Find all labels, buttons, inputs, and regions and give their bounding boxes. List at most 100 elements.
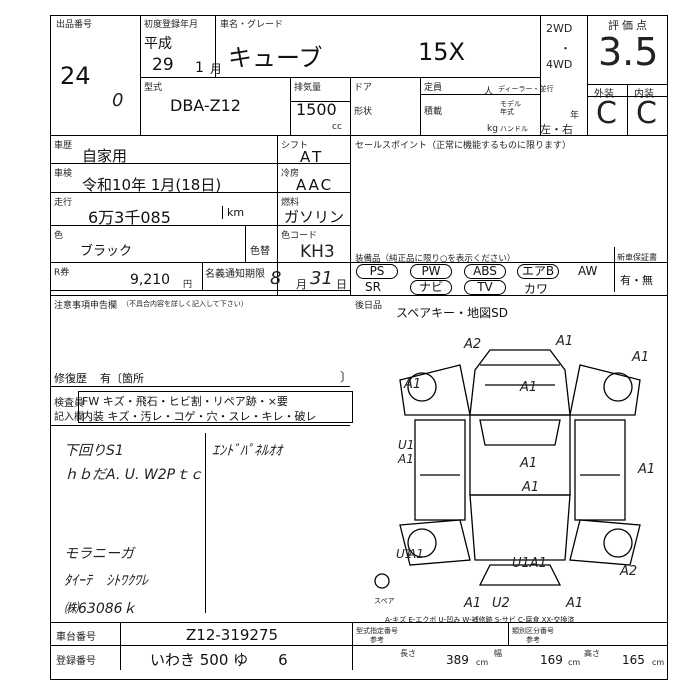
length-label: 長さ (400, 649, 416, 658)
notes-rule (50, 295, 350, 296)
dealer-label: ディーラー・並行 (498, 85, 554, 93)
model-year-label: モデル年式 (500, 100, 521, 116)
repair-end: 〕 (340, 370, 353, 384)
inspector-label-2: 記入欄 (54, 412, 84, 423)
tax-divider (202, 262, 203, 290)
hand-note-1: 下回りS1 (64, 443, 124, 459)
fuel-value: ガソリン (284, 208, 345, 226)
reg-right-divider (350, 135, 351, 295)
recycle-unit: 円 (183, 280, 193, 290)
warranty-label: 新車保証書 (617, 253, 657, 262)
mileage-value: 6万3千085 (88, 208, 171, 227)
mark-a1-left-2: A1 (398, 452, 414, 466)
exterior-label: 外装 (594, 89, 614, 100)
ac-label: 冷房 (281, 169, 300, 179)
capacity-label: 定員 (424, 83, 443, 93)
equip-tv: TV (464, 280, 506, 295)
door-label: ドア (354, 83, 373, 93)
reg-month-unit: 月 (210, 62, 223, 76)
reg-rule-2 (50, 192, 350, 193)
shift-label: シフト (281, 141, 309, 151)
footer-label-divider (120, 622, 121, 670)
v-rule-6 (540, 15, 541, 135)
length-unit: cm (476, 658, 489, 667)
first-reg-label: 初度登録年月 (144, 20, 199, 30)
mark-a2-rear-right: A2 (620, 564, 638, 579)
color-label: 色 (54, 231, 64, 241)
mark-a1-roof: A1 (520, 456, 538, 471)
footer-right-divider (352, 622, 353, 670)
displacement-value: 1500 (296, 100, 337, 119)
mark-a1-top: A1 (556, 334, 574, 349)
inspection-value: 令和10年 1月(18日) (82, 176, 222, 194)
v-rule-1 (140, 15, 141, 135)
v-rule-7 (587, 15, 588, 135)
car-damage-diagram (374, 349, 641, 589)
score-label: 評価点 (608, 19, 650, 32)
door-rule (290, 101, 350, 102)
drive-dot: ・ (560, 42, 571, 55)
fuel-label: 燃料 (281, 198, 300, 208)
equip-airbag: エアB (517, 264, 559, 279)
load-unit: kg (487, 124, 498, 134)
inspector-line-1: FW キズ・飛石・ヒビ割・リペア跡・×要 (82, 395, 288, 408)
color-code-label: 色コード (281, 231, 318, 241)
color-change-label: 色替 (250, 246, 270, 257)
hand-note-5: ﾀｲｰﾃ ｼﾄﾜｸﾜﾚ (64, 573, 148, 589)
footer-mid-rule (50, 645, 668, 646)
car-name: キューブ (228, 44, 323, 72)
v-rule-5 (420, 77, 421, 135)
hand-note-4: モラニーガ (64, 546, 134, 562)
reg-rule-3 (50, 225, 350, 226)
mark-a1-center: A1 (520, 380, 538, 395)
warranty-divider (614, 247, 615, 292)
equip-sr: SR (365, 280, 381, 294)
chassis-value: Z12-319275 (186, 626, 279, 644)
reg-rule-4 (50, 262, 668, 263)
equip-pw: PW (410, 264, 452, 279)
plate-value: いわき 500 ゆ 6 (150, 651, 288, 669)
mark-a1-side: A1 (638, 462, 656, 477)
header-bottom-rule (50, 135, 668, 136)
score-value: 3.5 (598, 30, 659, 74)
mark-u1-rear-left: U1 (396, 547, 413, 561)
mark-a1-bottom-right: A1 (566, 596, 584, 611)
tax-day: 31 (310, 268, 333, 289)
recycle-value: 9,210 (130, 272, 171, 288)
accessories-value: スペアキー・地図SD (396, 306, 509, 320)
top-rule (50, 15, 668, 16)
car-outline (374, 349, 641, 589)
spare-label: スペア (374, 597, 395, 605)
type-no-label: 類別区分番号 (512, 627, 554, 635)
color-code-value: KH3 (300, 242, 335, 262)
equip-navi: ナビ (410, 280, 452, 295)
handle-label: ハンドル (500, 125, 528, 133)
footer-top-rule (50, 622, 668, 623)
mark-a1-bottom: A1 (464, 596, 482, 611)
width-unit: cm (568, 658, 581, 667)
mark-u2-bottom: U2 (492, 596, 510, 611)
color-change-divider (245, 225, 246, 262)
equipment-label: 装備品（純正品に限り○を表示ください） (355, 254, 516, 264)
accessories-label: 後日品 (355, 301, 383, 311)
inspector-box (78, 391, 353, 423)
ext-int-divider (627, 84, 628, 135)
accessory-rule (350, 295, 668, 296)
year-unit: 年 (570, 111, 580, 121)
warranty-value: 有・無 (620, 274, 653, 287)
mark-a1-right: A1 (632, 350, 650, 365)
length-value: 389 (446, 653, 469, 667)
height-label: 高さ (584, 649, 600, 658)
reg-year: 29 (152, 55, 174, 75)
width-value: 169 (540, 653, 563, 667)
shape-label: 形状 (354, 107, 373, 117)
cc-unit: cc (332, 122, 342, 132)
tax-day-unit: 日 (336, 278, 347, 291)
lot-hand-mark: 0 (112, 90, 124, 111)
hand-note-6: ㈱63086ｋ (64, 601, 137, 617)
mark-a2-top: A2 (464, 337, 482, 352)
ac-value: AAC (296, 176, 334, 194)
inspector-rule (50, 386, 350, 387)
notes-column-divider (205, 433, 206, 613)
chassis-label: 車台番号 (56, 632, 96, 643)
